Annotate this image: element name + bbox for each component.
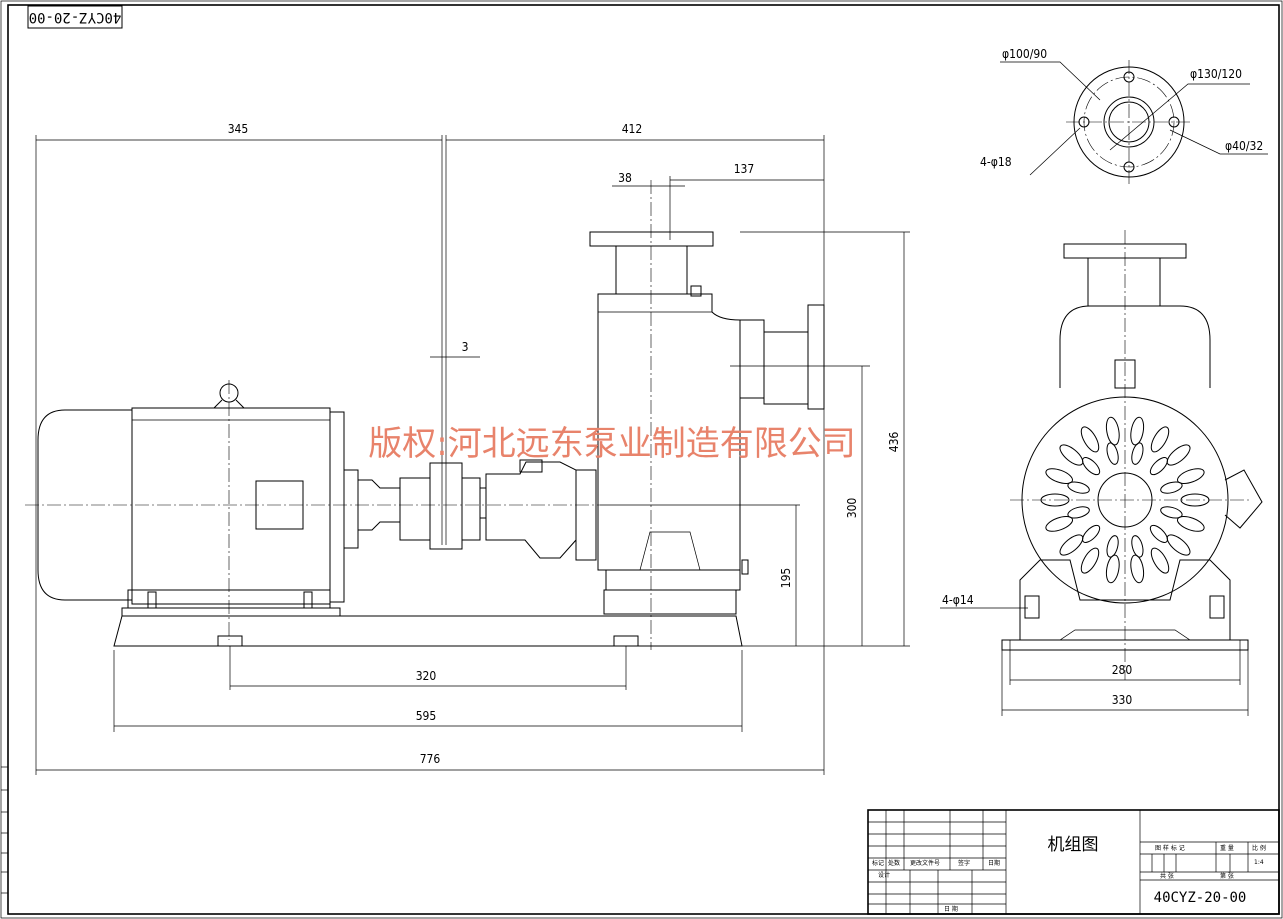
fan-slot — [1045, 468, 1074, 484]
fan-slot — [1166, 534, 1191, 556]
side-view — [1001, 230, 1263, 680]
fan-slot — [1080, 547, 1100, 574]
dim-330: 330 — [1112, 693, 1133, 707]
dim-595: 595 — [416, 709, 437, 723]
tb-label-sheet-no: 第 张 — [1220, 872, 1234, 880]
fan-slot — [1149, 457, 1168, 476]
fan-slot — [1176, 516, 1205, 532]
dim-345: 345 — [228, 122, 249, 136]
tb-drawing-code: 40CYZ-20-00 — [1154, 890, 1247, 906]
dim-412: 412 — [622, 122, 643, 136]
fan-slot — [1105, 554, 1120, 584]
tb-label-count: 处数 — [888, 859, 900, 867]
fan-slot — [1105, 416, 1120, 446]
pump-body — [589, 231, 825, 615]
fan-slot — [1082, 524, 1101, 543]
fan-slot — [1082, 457, 1101, 476]
tb-label-sheets-total: 共 张 — [1160, 872, 1174, 880]
dim-195: 195 — [779, 568, 793, 589]
callout-phi130-120: φ130/120 — [1190, 67, 1242, 81]
fan-slot — [1131, 442, 1144, 465]
tb-label-weight: 重 量 — [1220, 844, 1234, 852]
tb-label-date: 日期 — [988, 859, 1000, 867]
dim-137: 137 — [734, 162, 755, 176]
fan-slot — [1080, 426, 1100, 453]
callout-4-phi18: 4-φ18 — [980, 155, 1012, 169]
tb-drawing-name: 机组图 — [1048, 835, 1099, 855]
fan-slot — [1176, 468, 1205, 484]
rotated-drawing-number: 40CYZ-20-00 — [27, 5, 123, 29]
fan-slot — [1067, 506, 1090, 519]
coupling — [357, 462, 487, 550]
fan-slot — [1166, 444, 1191, 466]
left-margin-ticks — [1, 766, 8, 894]
bearing-bracket — [485, 459, 597, 561]
callout-phi100-90: φ100/90 — [1002, 47, 1047, 61]
dim-38: 38 — [618, 171, 632, 185]
dim-300: 300 — [845, 498, 859, 519]
tb-label-date2: 日 期 — [944, 905, 958, 913]
dim-3: 3 — [462, 340, 469, 354]
fan-slot — [1045, 516, 1074, 532]
side-dimensions: 280 330 4-φ14 — [940, 593, 1249, 716]
flange-view: φ100/90 φ130/120 4-φ18 φ40/32 — [980, 47, 1268, 184]
fan-slot — [1180, 493, 1210, 507]
tb-label-mark: 标记 — [872, 859, 884, 867]
fan-slot — [1149, 524, 1168, 543]
copyright-watermark: 版权:河北远东泵业制造有限公司 — [368, 424, 855, 464]
title-block: 标记 处数 更改文件号 签字 日期 设计 日 期 图 样 标 记 重 量 比 例… — [867, 809, 1280, 915]
fan-slot — [1150, 426, 1170, 453]
tb-label-change-doc: 更改文件号 — [910, 859, 940, 867]
fan-slot — [1059, 444, 1084, 466]
front-dimensions: 345 412 38 137 3 195 300 436 320 5 — [35, 122, 910, 775]
front-view — [25, 180, 825, 650]
fan-slot — [1067, 481, 1090, 494]
tb-label-design: 设计 — [878, 871, 890, 879]
fan-slot — [1106, 442, 1119, 465]
fan-slot — [1059, 534, 1084, 556]
dim-4-phi14: 4-φ14 — [942, 593, 974, 607]
inner-border — [7, 4, 1280, 915]
fan-slot — [1131, 535, 1144, 558]
dim-320: 320 — [416, 669, 437, 683]
fan-slots — [1040, 416, 1210, 584]
tb-label-scale: 比 例 — [1252, 844, 1266, 852]
dim-436: 436 — [887, 432, 901, 453]
callout-phi40-32: φ40/32 — [1225, 139, 1263, 153]
tb-scale-value: 1:4 — [1254, 859, 1264, 866]
fan-slot — [1150, 547, 1170, 574]
motor — [37, 380, 359, 640]
fan-slot — [1040, 493, 1070, 507]
fan-slot — [1160, 506, 1183, 519]
fan-slot — [1106, 535, 1119, 558]
dim-776: 776 — [420, 752, 441, 766]
fan-slot — [1160, 481, 1183, 494]
fan-slot — [1130, 554, 1145, 584]
tb-label-sign: 签字 — [958, 859, 970, 867]
fan-slot — [1130, 416, 1145, 446]
svg-text:40CYZ-20-00: 40CYZ-20-00 — [29, 9, 122, 25]
tb-label-stage-mark: 图 样 标 记 — [1155, 844, 1185, 852]
dim-280: 280 — [1112, 663, 1133, 677]
